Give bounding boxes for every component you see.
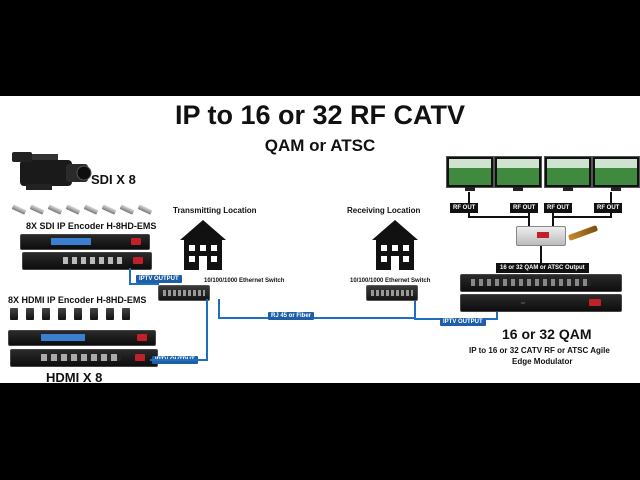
hdmi-count-label: HDMI X 8 (46, 370, 103, 383)
hdmi-connector-icon (10, 308, 18, 320)
hdmi-encoder-front (8, 330, 156, 346)
qam-desc-line1: IP to 16 or 32 CATV RF or ATSC Agile (469, 346, 610, 355)
tv-icon (446, 156, 494, 191)
transmitting-location-label: Transmitting Location (173, 206, 257, 215)
hdmi-connector-icon (74, 308, 82, 320)
cable (129, 283, 159, 285)
iptv-output-tag: IPTV OUTPUT (136, 275, 182, 283)
cable (484, 318, 498, 320)
ethernet-switch-tx (158, 285, 210, 301)
page-subtitle: QAM or ATSC (264, 136, 376, 155)
sdi-count-label: SDI X 8 (91, 172, 136, 187)
sdi-connector-icon (101, 204, 117, 215)
rf-out-label: RF OUT (510, 203, 539, 213)
tv-icon (544, 156, 592, 191)
hdmi-connectors (10, 308, 140, 322)
page-title: IP to 16 or 32 RF CATV (174, 100, 466, 130)
tv-icon (494, 156, 542, 191)
link-tag: RJ 45 or Fiber (268, 312, 315, 320)
hdmi-connector-icon (90, 308, 98, 320)
rf-out-label: RF OUT (544, 203, 573, 213)
hdmi-connector-icon (106, 308, 114, 320)
sdi-connector-icon (65, 204, 81, 215)
switch-tx-label: 10/100/1000 Ethernet Switch (204, 278, 285, 284)
cable (150, 359, 208, 361)
sdi-connector-icon (29, 204, 45, 215)
tv-icon (592, 156, 640, 191)
sdi-encoder-rear (22, 252, 152, 270)
hdmi-connector-icon (26, 308, 34, 320)
edge-modulator-top (460, 274, 622, 292)
sdi-connector-icon (83, 204, 99, 215)
cable (496, 310, 498, 320)
qam-title: 16 or 32 QAM (502, 326, 592, 342)
rf-out-label: RF OUT (594, 203, 623, 213)
ethernet-switch-rx (366, 285, 418, 301)
diagram-panel: IP to 16 or 32 RF CATV QAM or ATSC SDI X… (0, 96, 640, 383)
cable (552, 216, 612, 218)
switch-rx-label: 10/100/1000 Ethernet Switch (350, 278, 431, 284)
sdi-connector-icon (47, 204, 63, 215)
cable (218, 317, 416, 319)
camera-icon (12, 152, 92, 190)
receiving-location-label: Receiving Location (347, 206, 421, 215)
cable (414, 318, 442, 320)
hdmi-connector-icon (58, 308, 66, 320)
sdi-encoder-label: 8X SDI IP Encoder H-8HD-EMS (26, 221, 157, 231)
cable (129, 268, 131, 285)
rf-splitter-icon (516, 226, 566, 246)
hdmi-connector-icon (42, 308, 50, 320)
sdi-connector-icon (119, 204, 135, 215)
sdi-connectors (11, 204, 162, 218)
cable (206, 299, 208, 361)
sdi-connector-icon (11, 204, 27, 215)
cable (414, 299, 416, 319)
house-icon (372, 220, 418, 270)
coax-connector-icon (567, 225, 599, 241)
rf-out-label: RF OUT (450, 203, 479, 213)
qam-desc-line2: Edge Modulator (512, 357, 573, 366)
sdi-connector-icon (137, 204, 153, 215)
cable (218, 299, 220, 319)
cable (540, 246, 542, 264)
hdmi-encoder-label: 8X HDMI IP Encoder H-8HD-EMS (8, 295, 147, 305)
iptv-output-tag: IPTV OUTPUT (440, 318, 486, 326)
qam-output-band: 16 or 32 QAM or ATSC Output (496, 263, 589, 273)
house-icon (180, 220, 226, 270)
hdmi-encoder-rear (10, 349, 158, 367)
hdmi-connector-icon (122, 308, 130, 320)
sdi-encoder-front (20, 234, 150, 250)
edge-modulator-front: ▭ (460, 294, 622, 312)
cable (468, 216, 530, 218)
